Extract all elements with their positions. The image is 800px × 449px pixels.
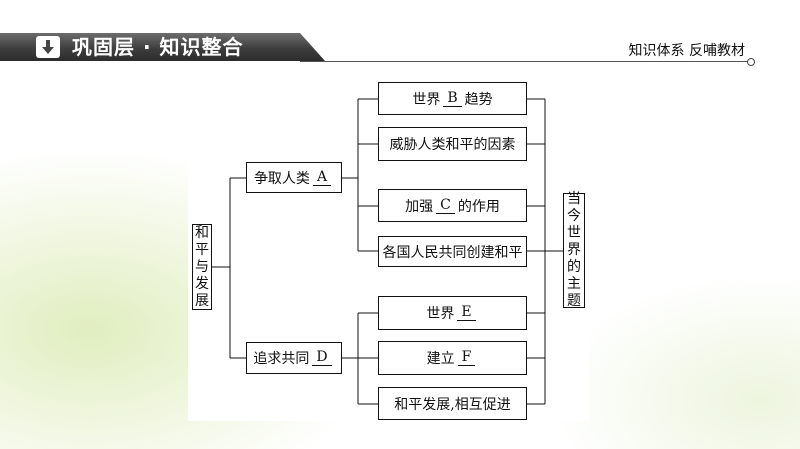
root-node-char: 发 <box>195 275 209 292</box>
item-node-7: 和平发展,相互促进 <box>378 387 527 420</box>
item-node-3-pre: 加强 <box>405 198 434 215</box>
item-node-1-blank: B <box>443 90 462 107</box>
item-node-2-text: 威胁人类和平的因素 <box>389 137 516 153</box>
branch-node-development-blank: D <box>312 350 332 366</box>
item-node-2: 威胁人类和平的因素 <box>378 127 527 161</box>
item-node-7-text: 和平发展,相互促进 <box>394 396 511 413</box>
conclusion-node: 当今世界的主题 <box>563 191 585 309</box>
conclusion-node-char: 当 <box>567 191 581 207</box>
item-node-1-pre: 世界 <box>412 91 441 108</box>
conclusion-node-char: 的 <box>567 259 581 275</box>
branch-node-peace-blank: A <box>312 169 332 186</box>
item-node-4-text: 各国人民共同创建和平 <box>382 244 523 261</box>
item-node-3-post: 的作用 <box>457 198 500 215</box>
root-node-char: 展 <box>195 292 209 309</box>
branch-node-development-pre: 追求共同 <box>253 351 310 367</box>
conclusion-node-char: 今 <box>567 208 581 224</box>
root-node-char: 平 <box>195 241 209 258</box>
conclusion-node-char: 界 <box>567 242 581 258</box>
item-node-5-blank: E <box>457 305 476 321</box>
item-node-6-pre: 建立 <box>426 351 455 367</box>
header-divider <box>300 61 748 62</box>
conclusion-node-char: 世 <box>567 225 581 241</box>
item-node-5-pre: 世界 <box>426 306 455 322</box>
item-node-6-blank: F <box>457 350 476 366</box>
header-dot-icon <box>747 58 755 66</box>
branch-node-peace-pre: 争取人类 <box>253 170 310 187</box>
root-node-char: 与 <box>195 258 209 275</box>
section-subtitle: 知识体系 反哺教材 <box>628 43 745 59</box>
conclusion-node-char: 主 <box>567 276 581 292</box>
section-title: 巩固层 · 知识整合 <box>72 35 244 59</box>
item-node-3-blank: C <box>436 197 455 214</box>
down-arrow-icon <box>36 36 60 58</box>
conclusion-node-char: 题 <box>567 293 581 309</box>
item-node-4: 各国人民共同创建和平 <box>378 236 527 267</box>
root-node-char: 和 <box>195 224 209 241</box>
item-node-1-post: 趋势 <box>464 91 493 108</box>
root-node: 和平与发展 <box>192 224 212 310</box>
